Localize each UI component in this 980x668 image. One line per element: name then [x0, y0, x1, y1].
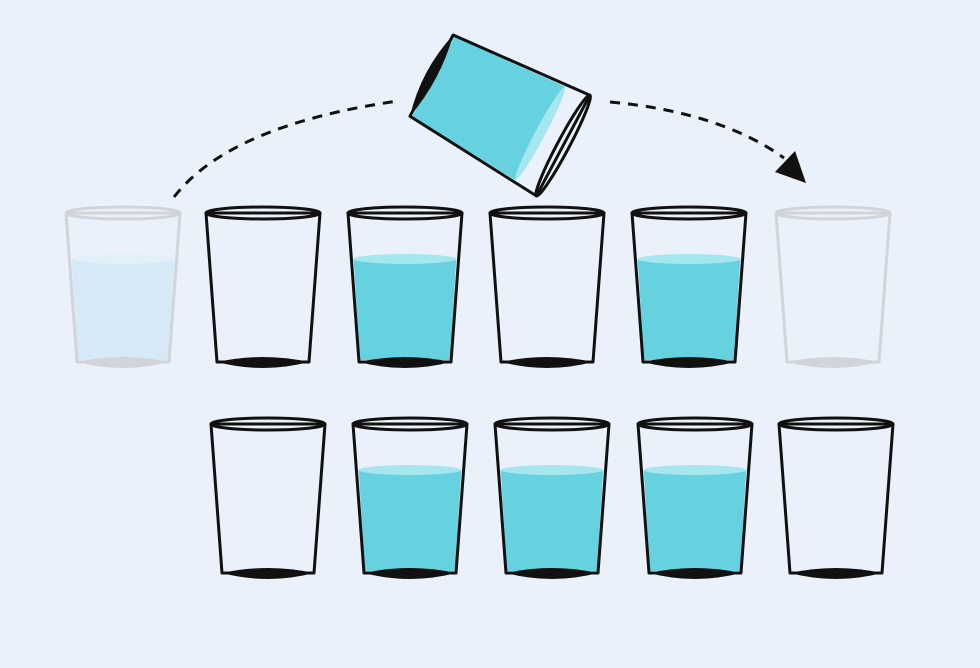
glass-base — [787, 357, 879, 368]
water-surface — [638, 254, 741, 264]
glass-row-top — [66, 207, 890, 368]
glass-base — [501, 357, 593, 368]
arrow-right-segment — [610, 102, 784, 158]
glass-row2-5[interactable] — [779, 418, 893, 579]
moving-glass[interactable] — [400, 22, 596, 198]
glass-row1-3[interactable] — [348, 207, 462, 368]
glass-row1-1-ghost[interactable] — [66, 207, 180, 368]
water-fill — [359, 470, 462, 571]
glass-base — [790, 568, 882, 579]
glass-body — [490, 213, 604, 362]
water-fill — [72, 259, 175, 360]
glass-row2-2[interactable] — [353, 418, 467, 579]
water-fill — [638, 259, 741, 360]
water-surface — [501, 465, 604, 475]
glass-row1-5[interactable] — [632, 207, 746, 368]
water-surface — [359, 465, 462, 475]
glass-row1-2[interactable] — [206, 207, 320, 368]
glass-row2-3[interactable] — [495, 418, 609, 579]
glass-body — [779, 424, 893, 573]
arrow-left-segment — [174, 101, 398, 197]
glass-body — [211, 424, 325, 573]
glass-row2-1[interactable] — [211, 418, 325, 579]
glass-row1-6-ghost[interactable] — [776, 207, 890, 368]
water-surface — [354, 254, 457, 264]
glass-row1-4[interactable] — [490, 207, 604, 368]
glass-base — [217, 357, 309, 368]
glass-body — [776, 213, 890, 362]
water-fill — [501, 470, 604, 571]
water-fill — [644, 470, 747, 571]
moving-glass-layer — [400, 22, 596, 198]
water-fill — [408, 30, 565, 180]
glass-row2-4[interactable] — [638, 418, 752, 579]
glass-base — [222, 568, 314, 579]
glass-body — [206, 213, 320, 362]
glass-row-bottom — [211, 418, 893, 579]
water-surface — [644, 465, 747, 475]
water-fill — [354, 259, 457, 360]
water-surface — [72, 254, 175, 264]
